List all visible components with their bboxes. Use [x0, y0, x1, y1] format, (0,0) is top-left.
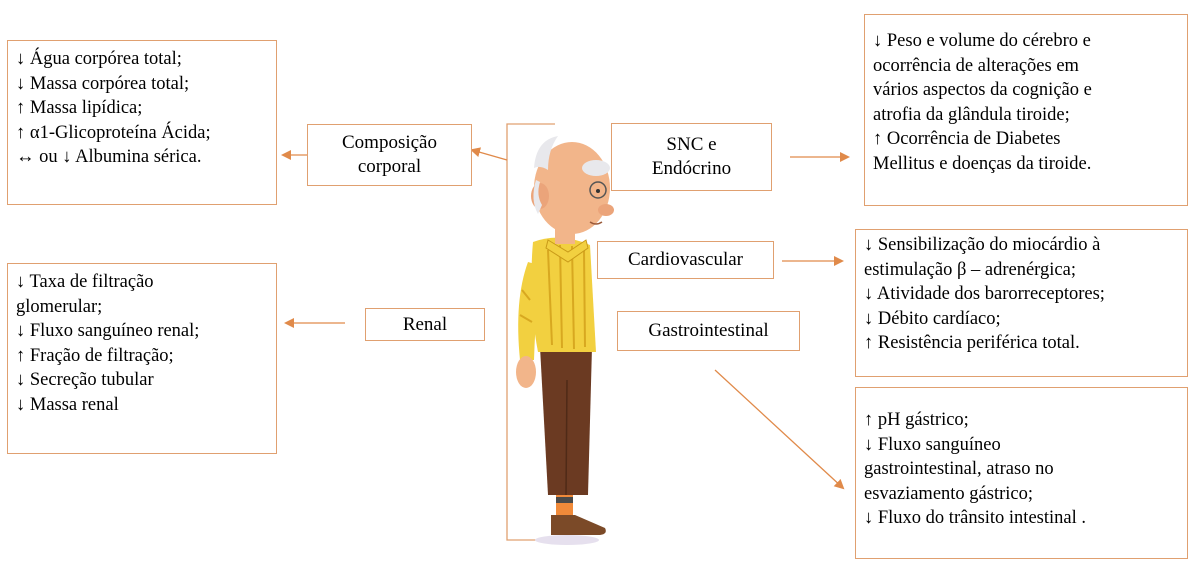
label-snc-endocrino: SNC e Endócrino [611, 123, 772, 191]
renal-line: ↓ Fluxo sanguíneo renal; [16, 319, 268, 344]
renal-line: ↓ Massa renal [16, 393, 268, 418]
box-cardio-effects: ↓ Sensibilização do miocárdio à estimula… [855, 229, 1188, 377]
snc-line: atrofia da glândula tiroide; [873, 103, 1179, 128]
snc-line: ocorrência de alterações em [873, 54, 1179, 79]
cardio-line: ↑ Resistência periférica total. [864, 331, 1179, 356]
composicao-line: ↓ Massa corpórea total; [16, 72, 268, 97]
cardio-line: ↓ Sensibilização do miocárdio à [864, 233, 1179, 258]
composicao-line: ↑ Massa lipídica; [16, 96, 268, 121]
label-composicao-text: Composição corporal [330, 131, 450, 179]
composicao-line: ↔ ou ↓ Albumina sérica. [16, 145, 268, 170]
label-composicao-corporal: Composição corporal [307, 124, 472, 186]
box-renal-effects: ↓ Taxa de filtração glomerular; ↓ Fluxo … [7, 263, 277, 454]
snc-line: ↑ Ocorrência de Diabetes [873, 127, 1179, 152]
gastro-line: ↓ Fluxo sanguíneo [864, 433, 1179, 458]
snc-line: ↓ Peso e volume do cérebro e [873, 29, 1179, 54]
renal-line: glomerular; [16, 295, 268, 320]
label-snc-text: SNC e Endócrino [637, 133, 747, 181]
elderly-man-illustration [516, 136, 614, 545]
arrow-gastro-to-box [715, 370, 843, 488]
gastro-line: ↑ pH gástrico; [864, 408, 1179, 433]
box-gastro-effects: ↑ pH gástrico; ↓ Fluxo sanguíneo gastroi… [855, 387, 1188, 559]
renal-line: ↑ Fração de filtração; [16, 344, 268, 369]
gastro-line: esvaziamento gástrico; [864, 482, 1179, 507]
label-cardiovascular: Cardiovascular [597, 241, 774, 279]
label-renal: Renal [365, 308, 485, 341]
box-composicao-effects: ↓ Água corpórea total; ↓ Massa corpórea … [7, 40, 277, 205]
cardio-line: estimulação β – adrenérgica; [864, 258, 1179, 283]
label-cardio-text: Cardiovascular [628, 248, 743, 272]
label-gastrointestinal: Gastrointestinal [617, 311, 800, 351]
cardio-line: ↓ Atividade dos barorreceptores; [864, 282, 1179, 307]
composicao-line: ↓ Água corpórea total; [16, 47, 268, 72]
renal-line: ↓ Taxa de filtração [16, 270, 268, 295]
gastro-line: gastrointestinal, atraso no [864, 457, 1179, 482]
label-gastro-text: Gastrointestinal [648, 319, 768, 343]
snc-line: vários aspectos da cognição e [873, 78, 1179, 103]
arrow-figure-to-composicao [472, 150, 507, 160]
box-snc-effects: ↓ Peso e volume do cérebro e ocorrência … [864, 14, 1188, 206]
gastro-line: ↓ Fluxo do trânsito intestinal . [864, 506, 1179, 531]
label-renal-text: Renal [403, 313, 447, 337]
snc-line: Mellitus e doenças da tiroide. [873, 152, 1179, 177]
cardio-line: ↓ Débito cardíaco; [864, 307, 1179, 332]
renal-line: ↓ Secreção tubular [16, 368, 268, 393]
composicao-line: ↑ α1-Glicoproteína Ácida; [16, 121, 268, 146]
